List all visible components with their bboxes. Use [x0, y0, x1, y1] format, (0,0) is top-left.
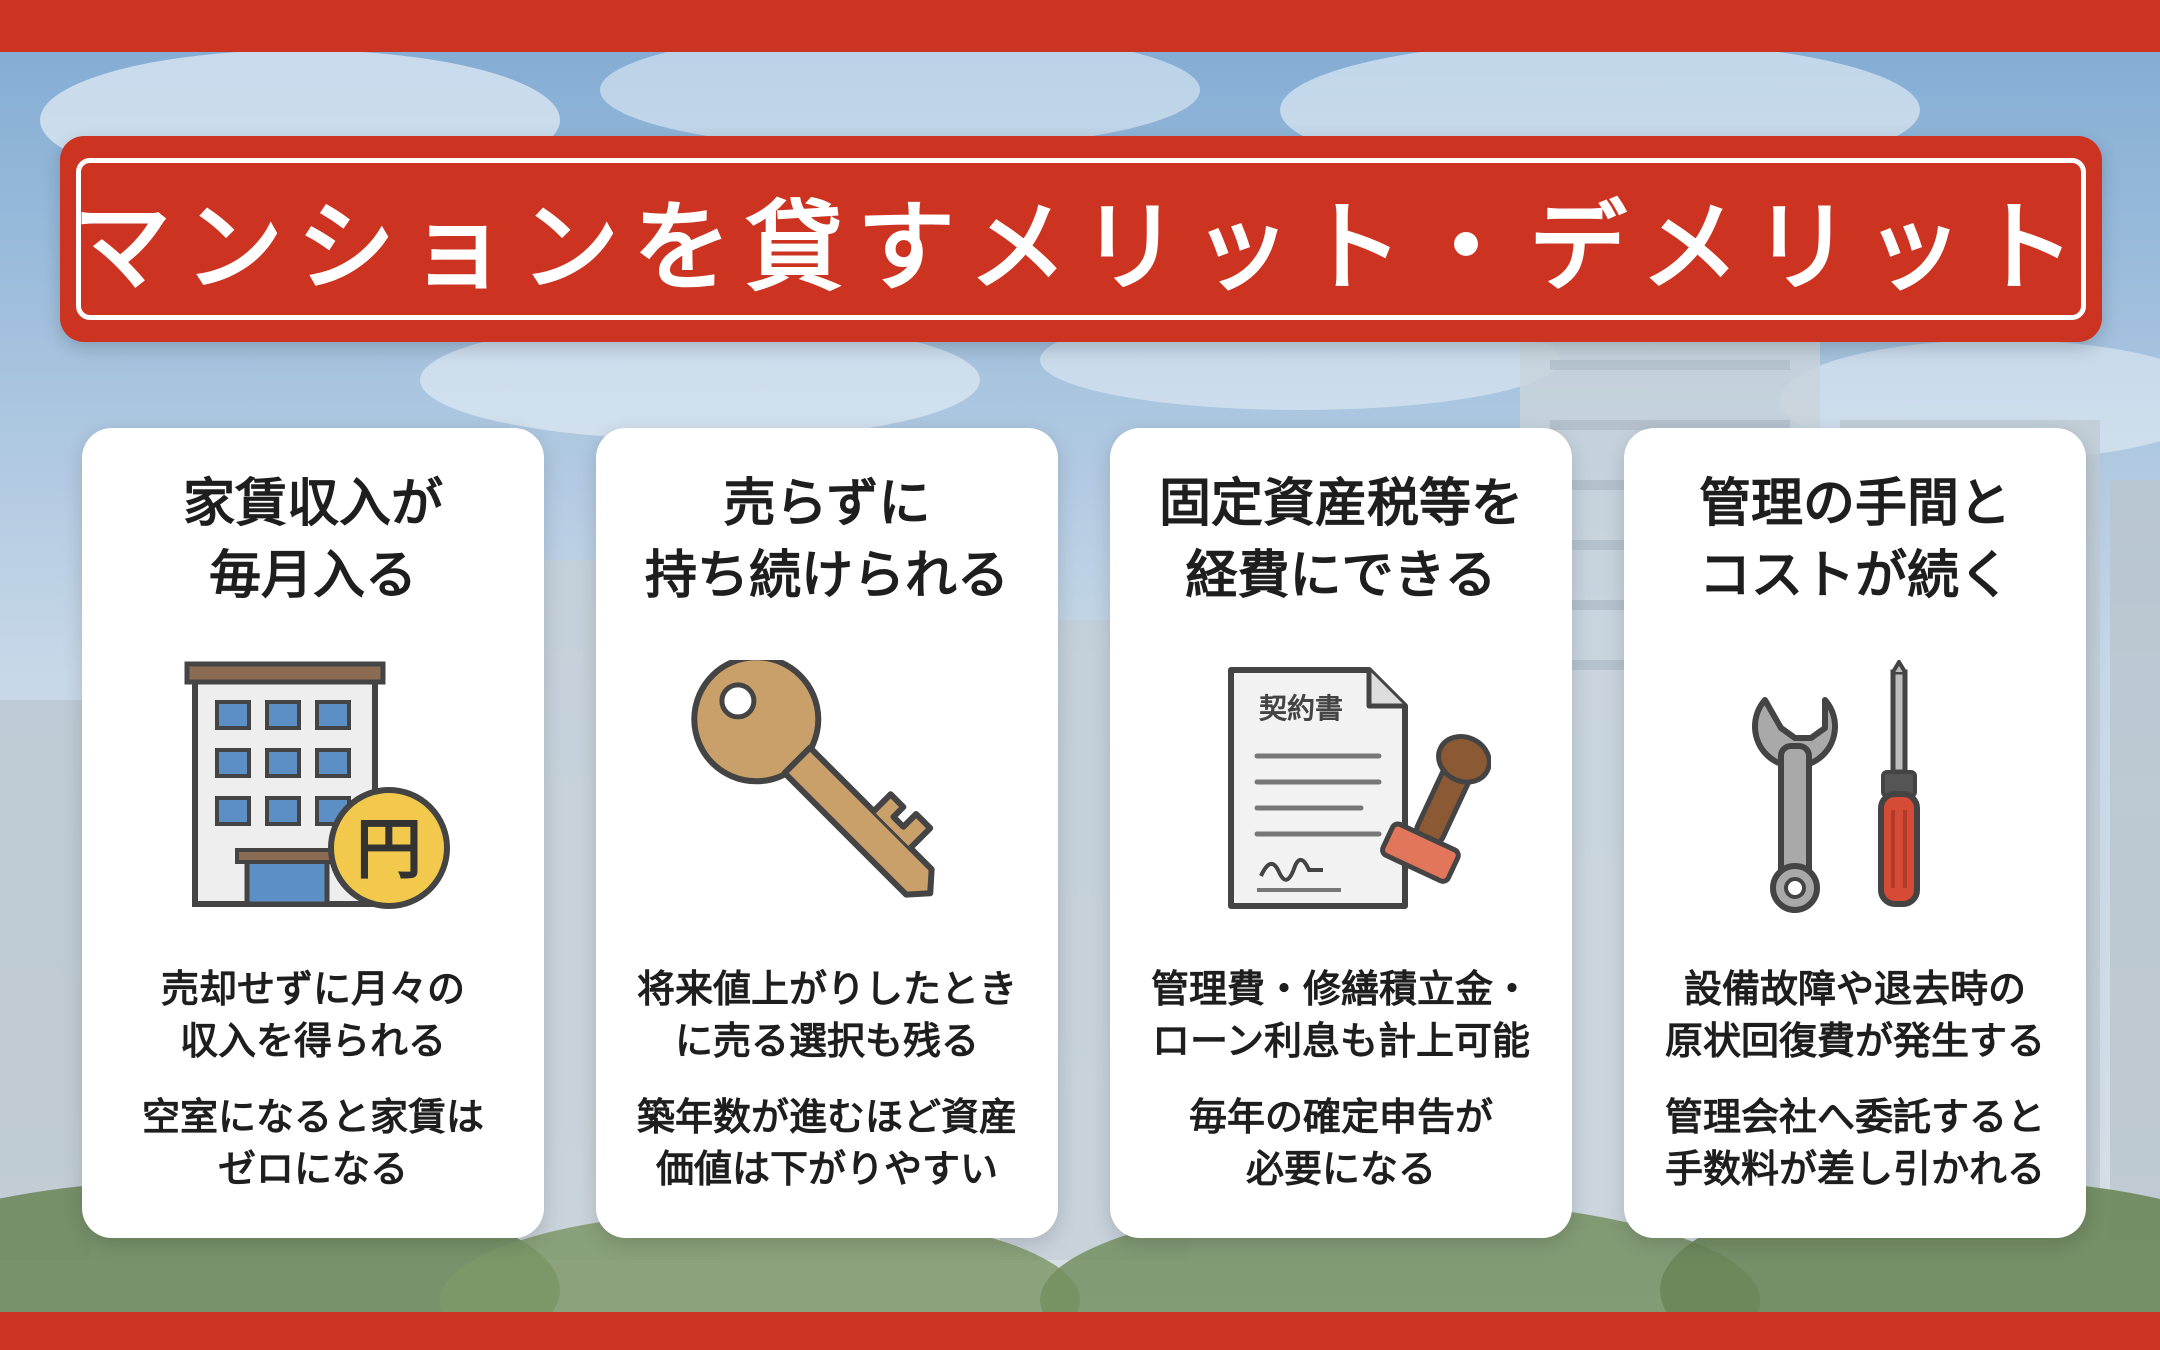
card-rental-income: 家賃収入が 毎月入る 円 売却せずに月々の 収入を得られる 空室になると家賃は …	[82, 428, 544, 1238]
desc-line: 必要になる	[1245, 1147, 1436, 1191]
desc-line: 収入を得られる	[179, 1019, 446, 1063]
card-title-line: 経費にできる	[1185, 546, 1497, 606]
wrench-screwdriver-icon	[1752, 660, 1920, 913]
desc-line: 将来値上がりしたとき	[636, 967, 1017, 1011]
top-accent-bar	[0, 0, 2160, 52]
card-keep-property: 売らずに 持ち続けられる 将来値上がりしたとき に売る選択も残る 築年数が進むほ…	[596, 428, 1058, 1238]
card-title-line: コストが続く	[1698, 546, 2011, 606]
desc-line: 空室になると家賃は	[141, 1095, 484, 1139]
card-title-line: 毎月入る	[208, 546, 417, 606]
desc-line: ローン利息も計上可能	[1151, 1019, 1531, 1063]
card-tax-deduction: 固定資産税等を 経費にできる 契約書 管理費・修繕積立金・ ローン利息も計上可能…	[1110, 428, 1572, 1238]
card-merit-text: 管理費・修繕積立金・ ローン利息も計上可能	[1118, 963, 1564, 1067]
desc-line: 毎年の確定申告が	[1188, 1095, 1493, 1139]
card-title-line: 売らずに	[723, 474, 931, 534]
desc-line: 価値は下がりやすい	[655, 1147, 998, 1191]
desc-line: 売却せずに月々の	[160, 967, 465, 1011]
desc-line: 原状回復費が発生する	[1664, 1019, 2045, 1063]
card-title-line: 固定資産税等を	[1158, 474, 1523, 534]
contract-label: 契約書	[1259, 692, 1343, 725]
building-yen-icon: 円	[184, 661, 450, 909]
contract-stamp-icon: 契約書	[1228, 667, 1491, 909]
card-title: 家賃収入が 毎月入る	[92, 468, 534, 612]
card-demerit-text: 管理会社へ委託すると 手数料が差し引かれる	[1632, 1091, 2078, 1195]
card-title: 固定資産税等を 経費にできる	[1120, 468, 1562, 612]
card-demerit-text: 毎年の確定申告が 必要になる	[1118, 1091, 1564, 1195]
key-icon	[691, 660, 935, 898]
card-title-line: 持ち続けられる	[644, 546, 1009, 606]
card-demerit-text: 築年数が進むほど資産 価値は下がりやすい	[604, 1091, 1050, 1195]
bottom-accent-bar	[0, 1312, 2160, 1350]
card-merit-text: 売却せずに月々の 収入を得られる	[90, 963, 536, 1067]
card-title-line: 管理の手間と	[1698, 474, 2011, 534]
desc-line: に売る選択も残る	[674, 1019, 979, 1063]
desc-line: ゼロになる	[217, 1147, 408, 1191]
desc-line: 設備故障や退去時の	[1683, 967, 2026, 1011]
desc-line: 管理費・修繕積立金・	[1150, 967, 1531, 1011]
card-management-cost: 管理の手間と コストが続く 設備故障や退去時の 原状回復費が発生する 管理会社へ…	[1624, 428, 2086, 1238]
desc-line: 管理会社へ委託すると	[1664, 1095, 2045, 1139]
desc-line: 手数料が差し引かれる	[1664, 1147, 2045, 1191]
card-title-line: 家賃収入が	[182, 474, 443, 534]
yen-symbol: 円	[356, 811, 422, 888]
desc-line: 築年数が進むほど資産	[636, 1095, 1017, 1139]
card-demerit-text: 空室になると家賃は ゼロになる	[90, 1091, 536, 1195]
card-merit-text: 将来値上がりしたとき に売る選択も残る	[604, 963, 1050, 1067]
title-banner: マンションを貸すメリット・デメリット	[60, 136, 2102, 342]
title-frame: マンションを貸すメリット・デメリット	[73, 158, 2090, 320]
card-merit-text: 設備故障や退去時の 原状回復費が発生する	[1632, 963, 2078, 1067]
page-title: マンションを貸すメリット・デメリット	[73, 191, 2090, 305]
card-title: 売らずに 持ち続けられる	[606, 468, 1048, 612]
card-title: 管理の手間と コストが続く	[1634, 468, 2076, 612]
